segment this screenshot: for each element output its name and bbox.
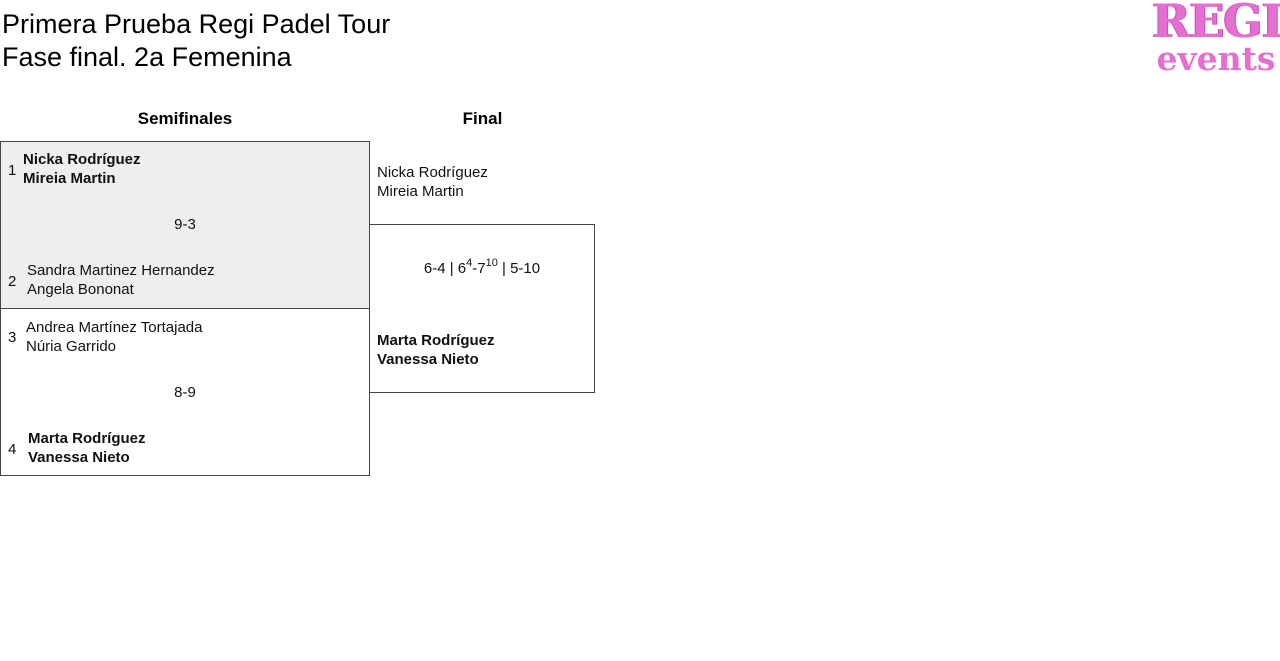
match-score: 8-9 [174,384,196,401]
semifinal-match-2: 3 Andrea Martínez Tortajada Núria Garrid… [0,308,370,476]
tiebreak-a: 4 [466,257,473,269]
round-title-final: Final [462,109,503,128]
seed-number: 2 [8,273,17,290]
player-name: Mireia Martin [377,183,464,200]
page-title: Primera Prueba Regi Padel Tour [2,9,391,39]
set-separator: | [497,260,511,277]
player-name: Angela Bononat [27,281,134,298]
seed-number: 1 [8,162,17,179]
player-name: Marta Rodríguez [28,430,146,447]
player-name: Núria Garrido [26,338,117,355]
set-separator: | [445,260,458,277]
player-name: Marta Rodríguez [377,332,495,349]
team-pair-winner: Nicka Rodríguez Mireia Martin [23,150,141,188]
final-score: 6-4 | 64-710 | 5-10 [370,257,594,278]
round-title-semifinals: Semifinales [137,109,233,128]
player-name: Mireia Martin [23,170,116,187]
player-name: Andrea Martínez Tortajada [26,319,203,336]
set-2-games-a: 6 [457,260,467,277]
final-team-top: Nicka Rodríguez Mireia Martin [377,163,488,201]
set-2-dash: - [472,260,478,277]
player-name: Nicka Rodríguez [23,151,141,168]
regi-events-logo: REGI events [1152,0,1280,84]
final-team-winner: Marta Rodríguez Vanessa Nieto [377,331,495,369]
set-2-games-b: 7 [477,260,486,277]
tiebreak-b: 10 [485,257,498,269]
player-name: Vanessa Nieto [28,449,130,466]
team-pair: Sandra Martinez Hernandez Angela Bononat [27,261,215,299]
set-3-score: 5-10 [510,260,541,277]
match-score: 9-3 [174,216,196,233]
team-pair: Andrea Martínez Tortajada Núria Garrido [26,318,203,356]
logo-text-bottom: events [1156,39,1276,78]
team-pair-winner: Marta Rodríguez Vanessa Nieto [28,429,146,467]
player-name: Vanessa Nieto [377,351,479,368]
player-name: Nicka Rodríguez [377,164,488,181]
logo-text-top: REGI [1152,0,1280,48]
seed-number: 3 [8,329,17,346]
page-subtitle: Fase final. 2a Femenina [2,42,292,72]
semifinal-match-1: 1 Nicka Rodríguez Mireia Martin 9-3 2 Sa… [0,141,370,309]
seed-number: 4 [8,441,17,458]
player-name: Sandra Martinez Hernandez [27,262,215,279]
set-1-score: 6-4 [423,260,446,277]
final-match: 6-4 | 64-710 | 5-10 Marta Rodríguez Vane… [369,224,595,393]
